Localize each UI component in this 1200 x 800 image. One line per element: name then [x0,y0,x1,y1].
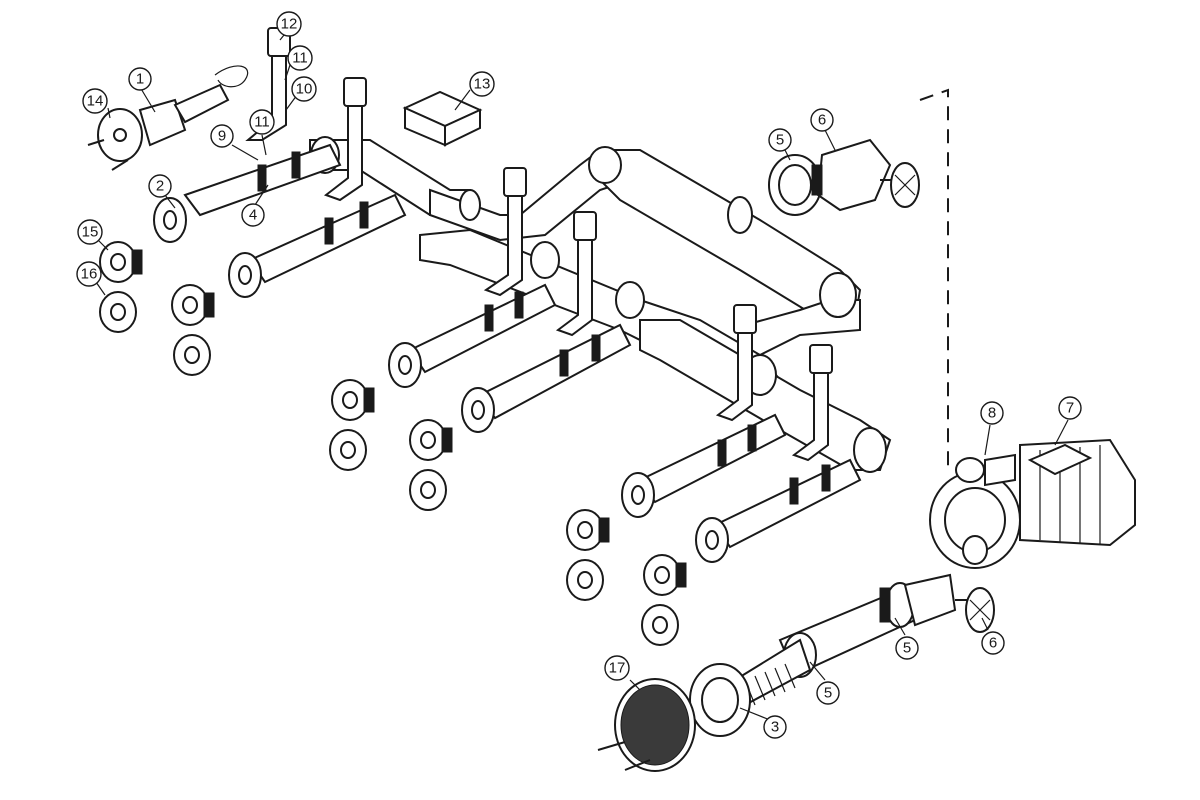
callout-6-pump: 6 [981,631,1005,655]
callout-5-top: 5 [768,128,792,152]
svg-text:14: 14 [87,93,104,110]
jet-cover-16 [99,291,137,333]
svg-text:15: 15 [82,224,99,241]
svg-text:6: 6 [989,635,997,652]
pump-motor-assembly [929,438,1136,569]
svg-text:9: 9 [218,128,226,145]
suction-line-assembly [689,573,995,737]
callout-7: 7 [1058,396,1082,420]
jet-nozzles [99,241,687,646]
callout-17: 17 [604,655,630,681]
callout-5-pump: 5 [895,636,919,660]
jet-branches [153,143,862,563]
dashed-connection-line [919,88,949,470]
callout-11-lower: 11 [249,109,275,135]
svg-text:5: 5 [824,685,832,702]
callout-6-top: 6 [810,108,834,132]
callout-5-suction: 5 [816,681,840,705]
callout-11-upper: 11 [287,45,313,71]
svg-text:12: 12 [281,16,298,33]
svg-text:8: 8 [988,405,996,422]
callout-15: 15 [77,219,103,245]
junction-box [402,90,483,147]
callout-16: 16 [76,261,102,287]
callout-4: 4 [241,203,265,227]
svg-text:7: 7 [1066,400,1074,417]
svg-text:5: 5 [903,640,911,657]
callout-12: 12 [276,11,302,37]
svg-text:11: 11 [292,50,308,67]
svg-text:17: 17 [609,660,626,677]
callout-1: 1 [128,67,152,91]
callout-2: 2 [148,174,172,198]
suction-grille [597,678,696,772]
callout-leaders [95,34,1069,721]
air-control-assembly [87,65,249,171]
callout-8: 8 [980,401,1004,425]
callout-14: 14 [82,88,108,114]
callout-10: 10 [291,76,317,102]
top-valve-assembly [768,138,920,216]
callout-13: 13 [469,71,495,97]
svg-text:3: 3 [771,719,779,736]
svg-text:16: 16 [81,266,98,283]
svg-text:11: 11 [254,114,270,131]
svg-text:13: 13 [474,76,491,93]
jet-nozzle-15 [99,241,143,283]
svg-text:1: 1 [136,71,144,88]
svg-text:6: 6 [818,112,826,129]
callout-9: 9 [210,124,234,148]
manifold-pipe-network [309,136,892,473]
svg-text:10: 10 [296,81,313,98]
svg-text:4: 4 [249,207,257,224]
callout-3: 3 [763,715,787,739]
svg-text:2: 2 [156,178,164,195]
air-tubes [245,27,833,462]
svg-text:5: 5 [776,132,784,149]
